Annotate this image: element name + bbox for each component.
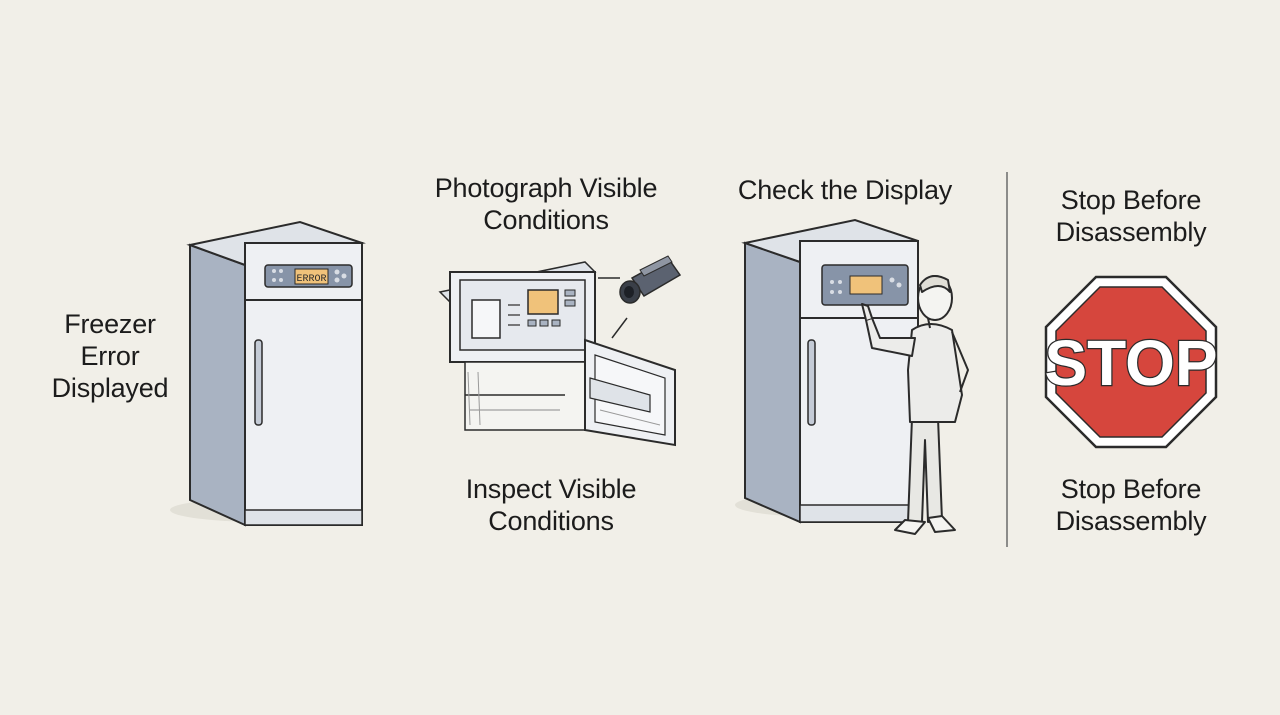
camera-icon	[598, 255, 682, 339]
step-label-check-display: Check the Display	[720, 174, 970, 206]
step-label-line: Stop Before	[1060, 185, 1202, 215]
step-label-line: Displayed	[51, 373, 169, 403]
step-label-line: Freezer	[64, 309, 156, 339]
step-label-line: Stop Before	[1060, 474, 1202, 504]
step-label-line: Photograph Visible	[434, 173, 658, 203]
inspect-panel-scene	[438, 261, 676, 447]
step-label-line: Error	[80, 341, 140, 371]
stop-sign-icon: STOP	[1043, 275, 1219, 449]
step-label-line: Inspect Visible	[465, 474, 637, 504]
step-label-line: Disassembly	[1055, 506, 1207, 536]
step-label-line: Conditions	[488, 506, 614, 536]
step-label-freezer-error: Freezer Error Displayed	[40, 308, 180, 404]
check-display-fridge	[735, 218, 919, 524]
step-label-stop-top: Stop Before Disassembly	[1036, 184, 1226, 248]
freezer-error-fridge: ERROR	[170, 220, 366, 527]
step-label-line: Check the Display	[737, 175, 953, 205]
stop-sign-text: STOP	[1044, 327, 1217, 399]
fridge-handle	[254, 339, 263, 426]
step-label-line: Disassembly	[1055, 217, 1207, 247]
step-label-inspect: Inspect Visible Conditions	[440, 473, 662, 537]
step-label-stop-bottom: Stop Before Disassembly	[1036, 473, 1226, 537]
step-label-line: Conditions	[483, 205, 609, 235]
step-label-photograph: Photograph Visible Conditions	[415, 172, 677, 236]
error-display-text: ERROR	[296, 274, 326, 285]
panel-display	[527, 289, 559, 315]
person-figure	[861, 275, 969, 535]
